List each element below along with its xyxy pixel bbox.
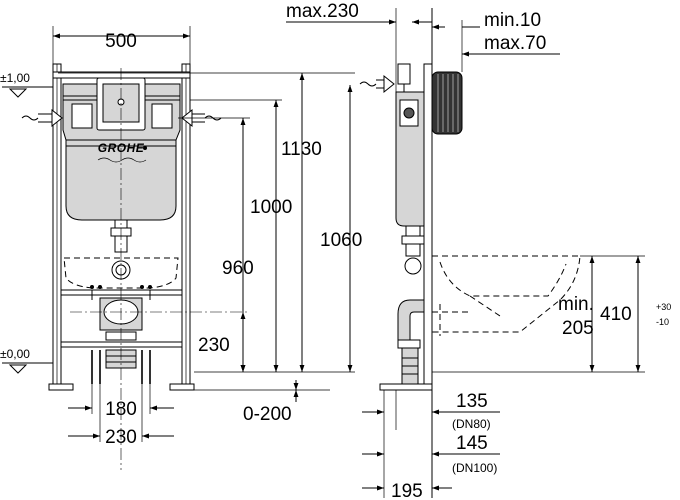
toilet-bowl-side <box>432 255 581 333</box>
svg-text:±1,00: ±1,00 <box>0 71 30 85</box>
dim-410: 410 <box>600 304 632 325</box>
dim-min-10: min.10 <box>484 10 541 31</box>
dim-max-230: max.230 <box>286 1 359 22</box>
level-marker-top: ±1,00 <box>0 71 53 98</box>
level-marker-floor: ±0,00 <box>0 347 53 374</box>
water-supply-left-icon <box>21 108 63 128</box>
dim-1130: 1130 <box>281 139 322 160</box>
svg-text:±0,00: ±0,00 <box>0 347 30 361</box>
dim-230-height: 230 <box>198 335 230 356</box>
dim-max-70: max.70 <box>484 33 546 54</box>
dim-1000: 1000 <box>250 197 292 218</box>
dim-145: 145 <box>456 433 488 454</box>
dim-230-width: 230 <box>105 427 137 448</box>
flush-actuator <box>431 71 463 135</box>
dim-0-200: 0-200 <box>243 404 292 425</box>
left-foot <box>48 383 74 391</box>
dim-205: 205 <box>562 318 594 339</box>
right-foot <box>169 383 195 391</box>
dim-tolerance-minus: -10 <box>656 317 669 327</box>
side-view: max.230 min.10 max.70 min. 205 410 +30 -… <box>286 1 671 500</box>
dim-960: 960 <box>222 258 254 279</box>
dim-width-500: 500 <box>105 31 137 52</box>
dim-180: 180 <box>105 399 137 420</box>
dim-195: 195 <box>391 481 423 500</box>
frame-side <box>423 63 433 391</box>
front-view: GROHE <box>0 26 362 470</box>
dim-dn80: (DN80) <box>452 417 491 431</box>
dim-135: 135 <box>456 391 488 412</box>
dim-dn100: (DN100) <box>452 461 497 475</box>
dim-1060: 1060 <box>320 230 362 251</box>
water-inlet-side-icon <box>359 63 411 94</box>
drain-bend-side <box>397 299 425 341</box>
dim-tolerance-plus: +30 <box>656 302 671 312</box>
dim-min-label: min. <box>558 294 594 315</box>
